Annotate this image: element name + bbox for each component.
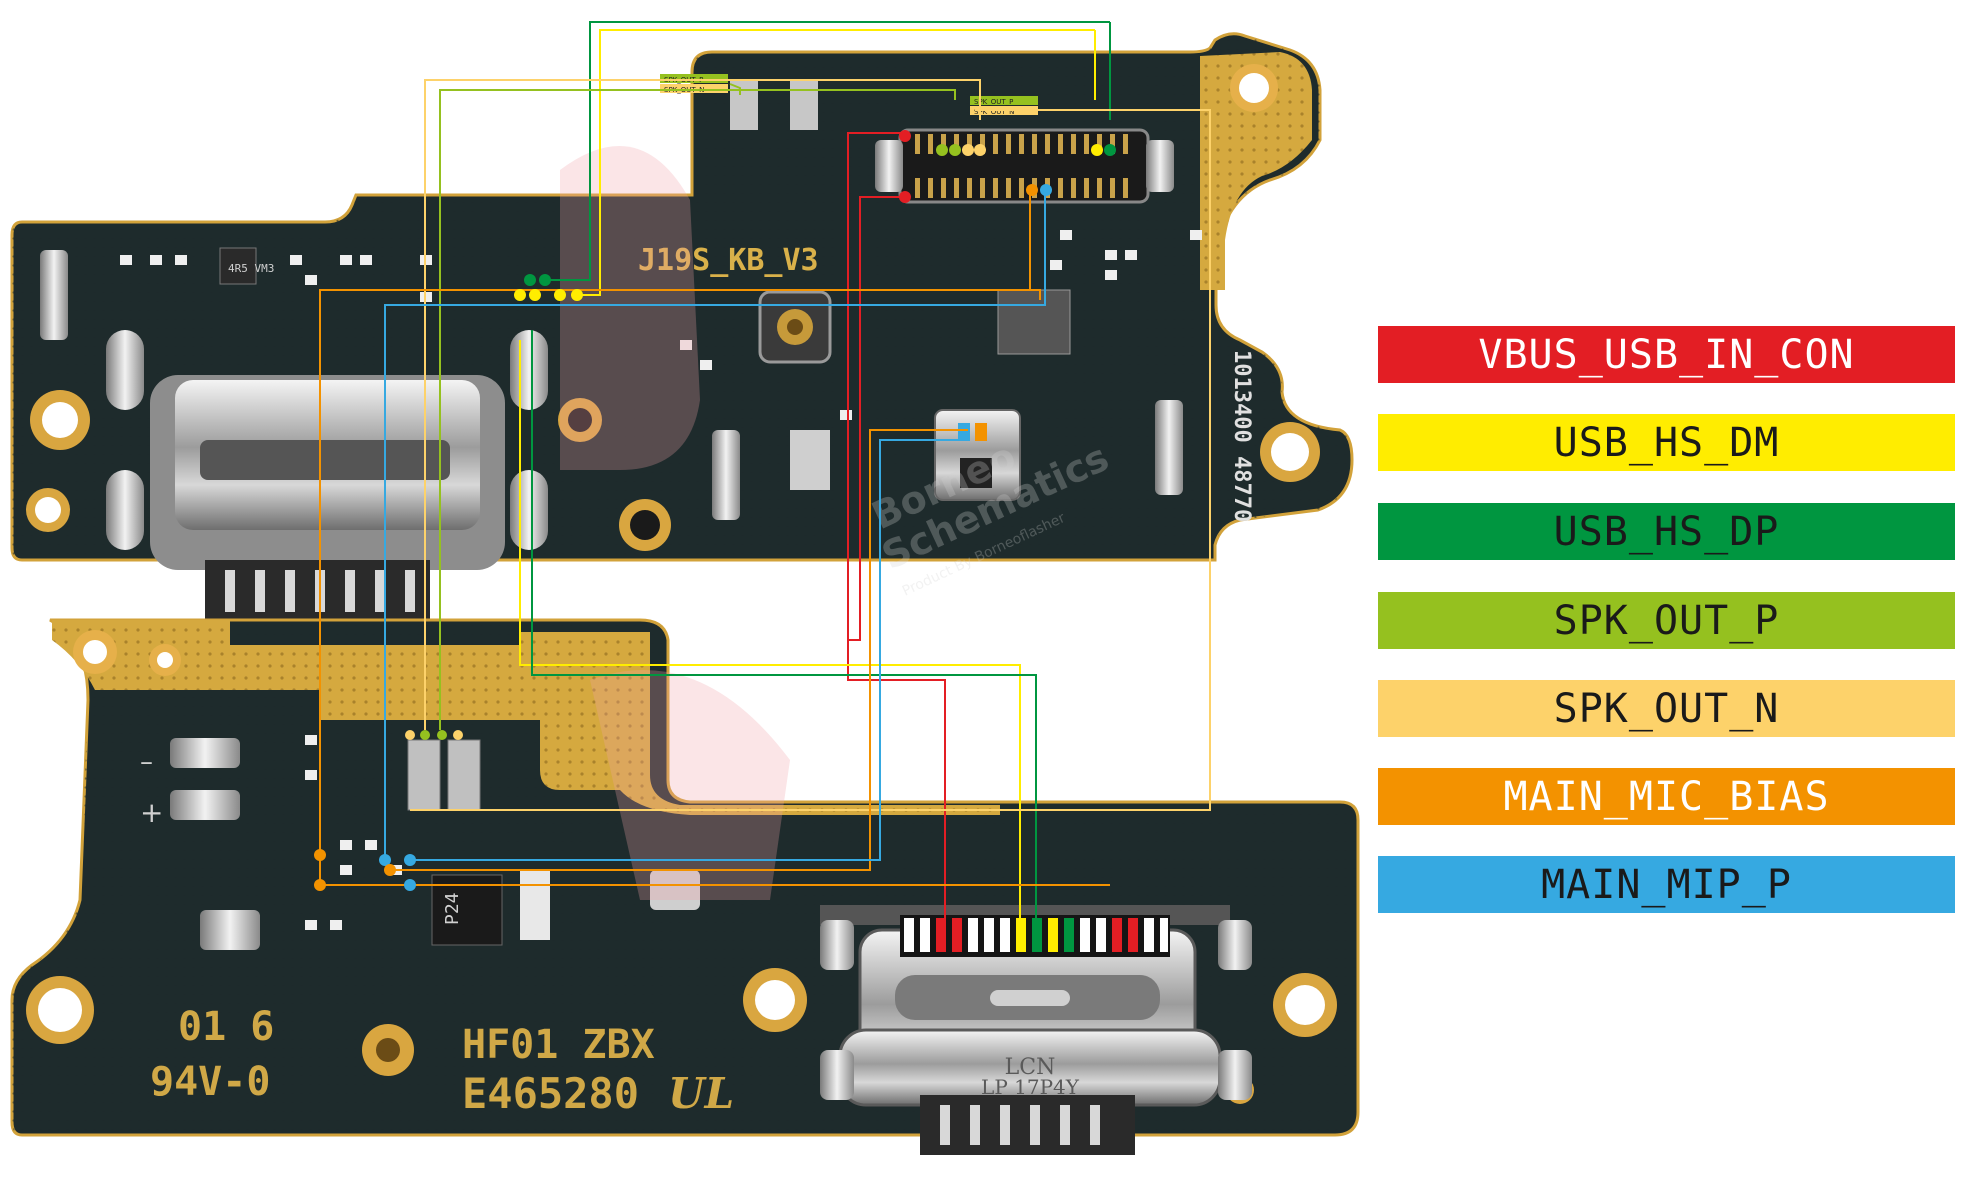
bottom-board: – + xyxy=(10,618,1360,1155)
legend-item-usb-hs-dm: USB_HS_DM xyxy=(1378,414,1955,471)
legend-item-main-mip-p: MAIN_MIP_P xyxy=(1378,856,1955,913)
date-code-label: 01 6 xyxy=(178,1004,274,1050)
ul-logo: UL xyxy=(668,1069,734,1118)
signal-traces xyxy=(319,21,1211,935)
svg-text:+: + xyxy=(140,796,163,829)
ic-mark-label: P24 xyxy=(442,892,463,925)
flame-rating-label: 94V-0 xyxy=(150,1059,270,1105)
bottom-components xyxy=(305,735,550,946)
board-serial-label: 1013400 48770 xyxy=(1229,350,1254,522)
maker-label: HF01 ZBX xyxy=(462,1022,655,1068)
legend-item-usb-hs-dp: USB_HS_DP xyxy=(1378,503,1955,560)
trace-spk-p xyxy=(439,89,956,730)
legend-label: USB_HS_DP xyxy=(1553,508,1780,555)
trace-endpoints xyxy=(314,130,1116,891)
top-board: J19S_KB_V3 1013400 48770 4R5 VM3 xyxy=(10,32,1354,622)
trace-spk-n xyxy=(424,79,981,730)
legend-label: SPK_OUT_N xyxy=(1553,685,1780,732)
legend-label: MAIN_MIP_P xyxy=(1541,861,1792,908)
legend-label: VBUS_USB_IN_CON xyxy=(1478,331,1855,378)
svg-text:–: – xyxy=(140,747,153,777)
tag-spk-n-right: SPK_OUT_N xyxy=(974,108,1014,116)
trace-vbus xyxy=(847,132,946,935)
fpc-connector xyxy=(875,128,1174,204)
legend-label: USB_HS_DM xyxy=(1553,419,1780,466)
legend-label: MAIN_MIC_BIAS xyxy=(1503,773,1830,820)
tag-spk-p-right: SPK_OUT_P xyxy=(974,98,1013,106)
chip-mark-label: 4R5 VM3 xyxy=(228,262,274,275)
trace-mic-bias xyxy=(319,190,1110,886)
legend-item-vbus-usb-in-con: VBUS_USB_IN_CON xyxy=(1378,326,1955,383)
legend-item-spk-out-p: SPK_OUT_P xyxy=(1378,592,1955,649)
connector-mark-line1: LCN xyxy=(1005,1055,1056,1080)
ul-number-label: E465280 xyxy=(462,1069,639,1118)
legend-item-main-mic-bias: MAIN_MIC_BIAS xyxy=(1378,768,1955,825)
microphone xyxy=(934,409,1021,501)
legend-label: SPK_OUT_P xyxy=(1553,597,1780,644)
bottom-gold-strip xyxy=(215,632,1000,815)
connector-mark-line2: LP 17P4Y xyxy=(981,1075,1080,1099)
legend-item-spk-out-n: SPK_OUT_N xyxy=(1378,680,1955,737)
top-gold-strip xyxy=(1200,52,1312,290)
trace-mic-p xyxy=(384,190,1046,860)
top-components xyxy=(40,80,1202,520)
board-model-label: J19S_KB_V3 xyxy=(638,243,819,278)
